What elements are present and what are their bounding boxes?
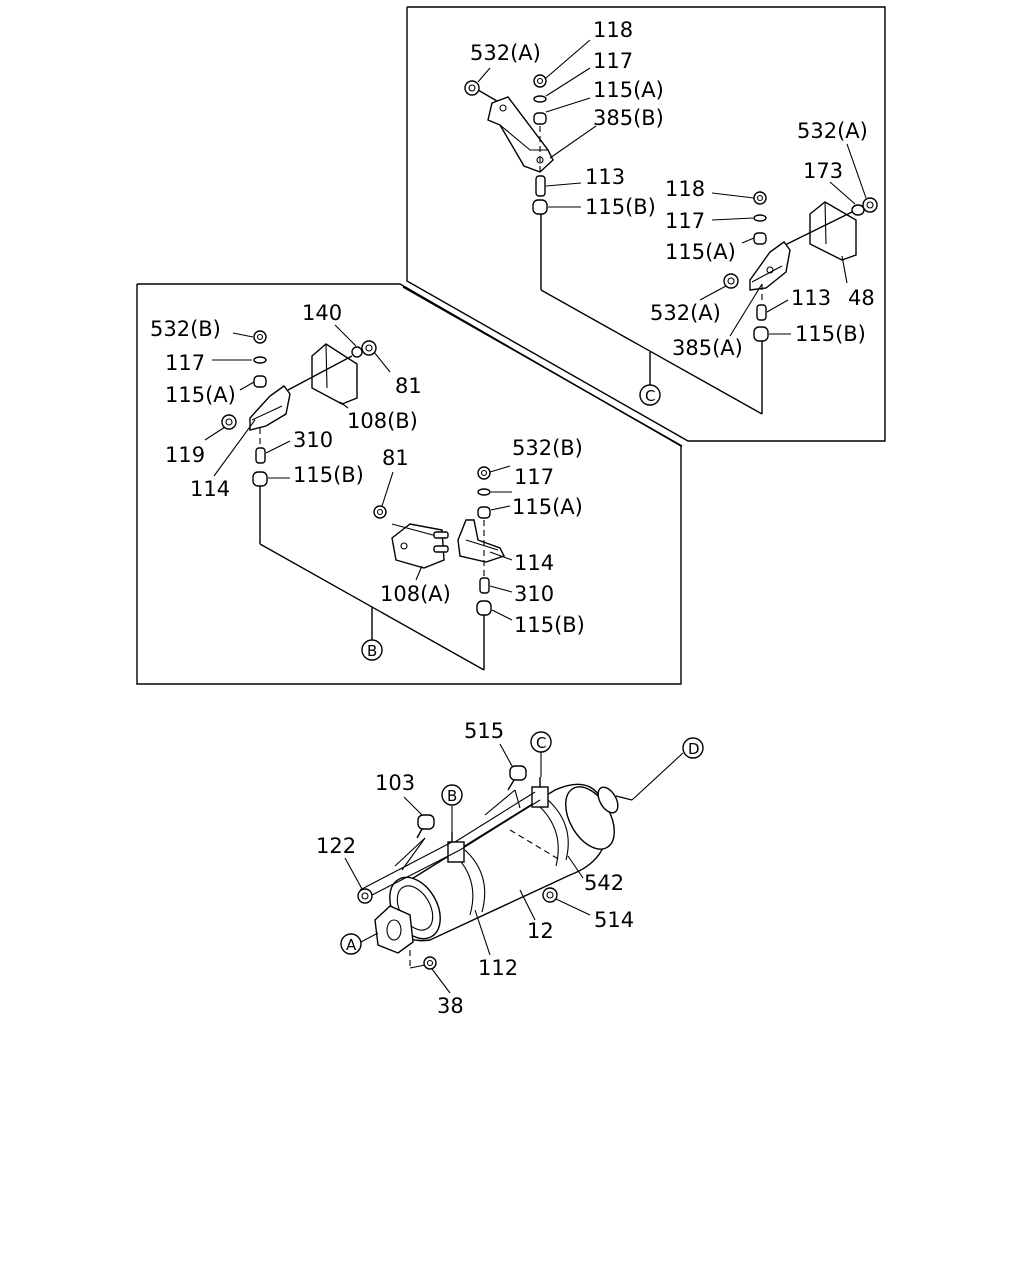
- label-115a-b: 115(A): [165, 383, 236, 407]
- label-38: 38: [437, 994, 464, 1018]
- part-labels: 118 532(A) 117 115(A) 385(B) 113 115(B) …: [150, 18, 875, 1018]
- callout-letters: C B B C D A: [346, 387, 700, 954]
- label-117-c: 117: [593, 49, 633, 73]
- label-115a-c: 115(A): [593, 78, 664, 102]
- label-310-b2: 310: [514, 582, 554, 606]
- label-118-c: 118: [593, 18, 633, 42]
- label-113-r: 113: [791, 286, 831, 310]
- label-115b-b2: 115(B): [514, 613, 585, 637]
- label-532b-b: 532(B): [150, 317, 221, 341]
- label-leaders: [204, 39, 867, 994]
- callout-a: A: [346, 936, 357, 954]
- label-81-b2: 81: [382, 446, 409, 470]
- label-385a-r: 385(A): [672, 336, 743, 360]
- label-115b-c: 115(B): [585, 195, 656, 219]
- callout-d: D: [688, 740, 700, 758]
- label-118-r: 118: [665, 177, 705, 201]
- label-532a-c: 532(A): [470, 41, 541, 65]
- label-385b-c: 385(B): [593, 106, 664, 130]
- label-532a-r2: 532(A): [650, 301, 721, 325]
- bracket-385a-assembly: [723, 191, 878, 414]
- frame-b: [136, 283, 682, 685]
- label-103: 103: [375, 771, 415, 795]
- label-117-r: 117: [665, 209, 705, 233]
- label-532a-r: 532(A): [797, 119, 868, 143]
- label-114-b: 114: [190, 477, 230, 501]
- bracket-108b-assembly: [221, 330, 377, 544]
- callout-b-frame: B: [367, 642, 377, 660]
- label-48-r: 48: [848, 286, 875, 310]
- label-173-r: 173: [803, 159, 843, 183]
- label-108b-b: 108(B): [347, 409, 418, 433]
- label-542: 542: [584, 871, 624, 895]
- label-514: 514: [594, 908, 634, 932]
- label-115a-b2: 115(A): [512, 495, 583, 519]
- label-113-c: 113: [585, 165, 625, 189]
- callout-c-frame: C: [645, 387, 655, 405]
- label-12: 12: [527, 919, 554, 943]
- label-81-b: 81: [395, 374, 422, 398]
- frame-c-leaders: [540, 289, 763, 415]
- label-108a-b2: 108(A): [380, 582, 451, 606]
- label-117-b2: 117: [514, 465, 554, 489]
- label-140-b: 140: [302, 301, 342, 325]
- bracket-385b-assembly: [464, 74, 554, 290]
- label-310-b: 310: [293, 428, 333, 452]
- callout-c: C: [536, 734, 546, 752]
- label-115b-r: 115(B): [795, 322, 866, 346]
- label-115a-r: 115(A): [665, 240, 736, 264]
- label-112: 112: [478, 956, 518, 980]
- label-532b-b2: 532(B): [512, 436, 583, 460]
- label-115b-b: 115(B): [293, 463, 364, 487]
- label-122: 122: [316, 834, 356, 858]
- label-117-b: 117: [165, 351, 205, 375]
- muffler-assembly: [340, 731, 704, 970]
- label-114-b2: 114: [514, 551, 554, 575]
- callout-b: B: [447, 787, 457, 805]
- frame-b-leaders: [259, 543, 485, 671]
- label-119-b: 119: [165, 443, 205, 467]
- label-515: 515: [464, 719, 504, 743]
- bracket-108a-assembly: [373, 466, 505, 670]
